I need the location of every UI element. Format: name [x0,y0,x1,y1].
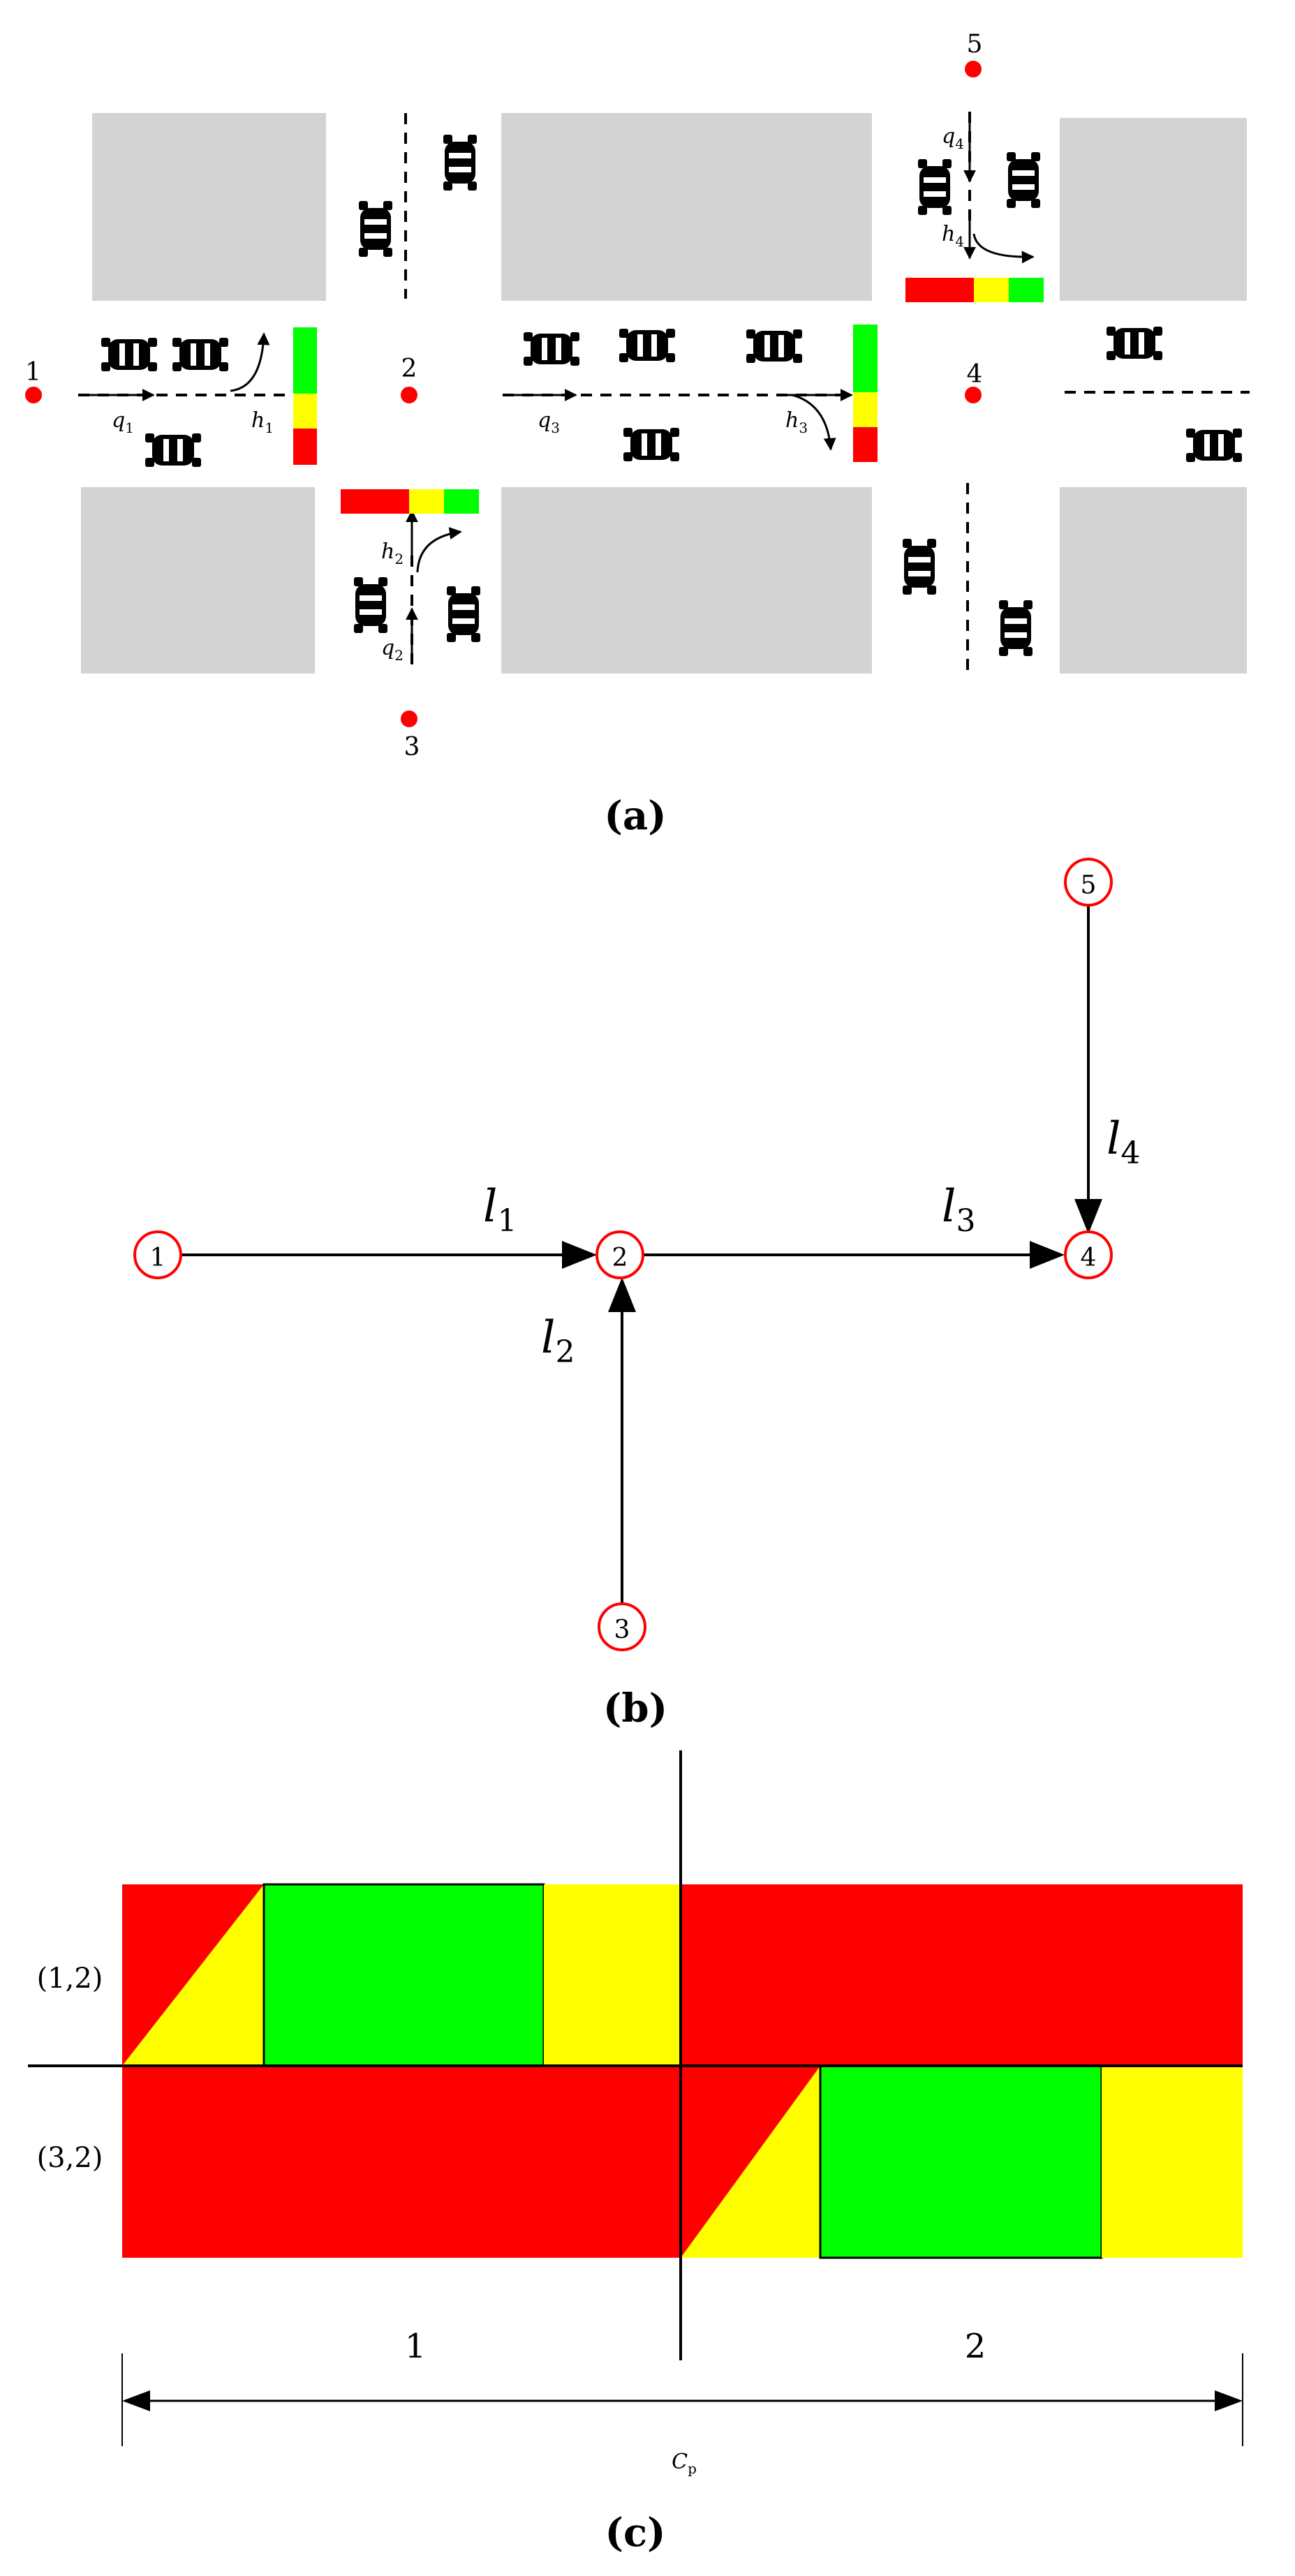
car-icon [623,428,679,461]
headway-label-h3: h3 [785,408,808,436]
car-icon [443,135,477,191]
panel-c-signal-timing: (1,2) (3,2) 1 2 Cp (c) [28,1750,1243,2556]
link-label-l2: l2 [541,1312,575,1370]
red-interval [681,1884,1243,2066]
headway-label-h1: h1 [251,408,274,436]
network-points [25,61,982,727]
green-interval [819,2064,1103,2259]
row-label: (3,2) [37,2142,103,2174]
flow-labels: q1 q2 q3 q4 [112,124,964,664]
flow-label-q3: q3 [538,408,560,436]
car-icon [1186,429,1242,462]
graph-node: 3 [598,1602,646,1651]
car-icon [918,159,952,215]
panel-b-graph: 1 2 3 4 5 l1 l2 l3 l4 (b [133,858,1140,1732]
point-label: 5 [967,30,983,59]
red-interval [122,2066,681,2258]
graph-edges [182,905,1102,1602]
edge-l1-arrowhead [562,1241,597,1269]
traffic-light-3 [853,325,878,462]
point-dot [401,710,417,727]
link-label-l3: l3 [942,1181,975,1239]
point-label: 4 [967,360,983,389]
car-icon [354,577,387,633]
node-label: 4 [1081,1244,1097,1272]
car-icon [1107,327,1162,360]
car-icon [746,329,802,363]
traffic-light-2 [341,489,479,514]
point-labels: 1 2 3 4 5 [25,30,982,761]
yellow-interval [544,1884,681,2066]
node-label: 1 [150,1244,166,1272]
point-dot [25,387,42,403]
point-label: 2 [401,355,417,383]
edge-l4-arrowhead [1074,1199,1102,1234]
car-icon [145,433,201,467]
point-dot [965,387,982,403]
point-dot [401,387,417,403]
link-label-l4: l4 [1107,1113,1140,1171]
link-label-l1: l1 [483,1181,517,1239]
cycle-length-arrow [122,2390,1243,2411]
graph-node: 2 [595,1230,644,1279]
yellow-transition [681,2066,820,2258]
city-blocks [81,113,1247,673]
edge-l2-arrowhead [608,1277,636,1312]
flow-arrows [78,115,1035,656]
flow-label-q2: q2 [381,636,404,664]
link-labels: l1 l2 l3 l4 [483,1113,1140,1370]
car-icon [1007,152,1040,208]
row-label: (1,2) [37,1963,103,1995]
node-label: 3 [614,1616,630,1644]
car-icon [999,600,1033,656]
row-labels: (1,2) (3,2) [37,1963,103,2174]
node-label: 2 [612,1244,628,1272]
timing-axes [28,1750,1243,2446]
city-block [501,487,872,673]
timing-row-3-2 [122,2064,1243,2259]
city-block [92,113,326,301]
green-interval [262,1883,545,2067]
phase-label: 2 [965,2327,986,2366]
car-icon [101,338,157,371]
flow-label-q1: q1 [112,408,134,436]
headway-label-h2: h2 [381,539,404,567]
phase-label: 1 [405,2327,427,2366]
traffic-light-4 [905,278,1044,302]
yellow-transition [122,1884,264,2066]
point-label: 3 [404,733,420,761]
car-icon [172,338,228,371]
panel-a-caption: (a) [604,793,666,839]
city-block [1060,487,1247,673]
lane-markings [78,112,1250,677]
city-block [1060,118,1247,301]
car-icon [447,586,480,642]
edge-l3-arrowhead [1030,1241,1065,1269]
car-icon [359,201,392,257]
yellow-interval [1102,2066,1243,2258]
graph-nodes: 1 2 3 4 5 [133,858,1113,1651]
point-label: 1 [25,358,41,387]
phase-labels: 1 2 [405,2327,986,2366]
timing-row-1-2 [122,1883,1243,2067]
car-icon [619,329,675,362]
cycle-label: Cp [672,2450,697,2477]
car-icon [524,332,579,366]
city-block [501,113,872,301]
headway-label-h4: h4 [942,222,964,250]
traffic-light-1 [293,327,317,465]
city-block [81,487,315,673]
flow-label-q4: q4 [942,124,964,152]
panel-a-road-network: 1 2 3 4 5 q1 q2 q3 q4 h1 h2 h3 h4 (a) [25,30,1250,839]
graph-node: 4 [1064,1230,1113,1279]
headway-labels: h1 h2 h3 h4 [251,222,964,567]
car-icon [903,539,936,595]
panel-b-caption: (b) [603,1685,667,1732]
graph-node: 1 [133,1230,182,1279]
panel-c-caption: (c) [605,2510,665,2556]
point-dot [965,61,982,77]
node-label: 5 [1081,871,1097,900]
graph-node: 5 [1064,858,1113,907]
